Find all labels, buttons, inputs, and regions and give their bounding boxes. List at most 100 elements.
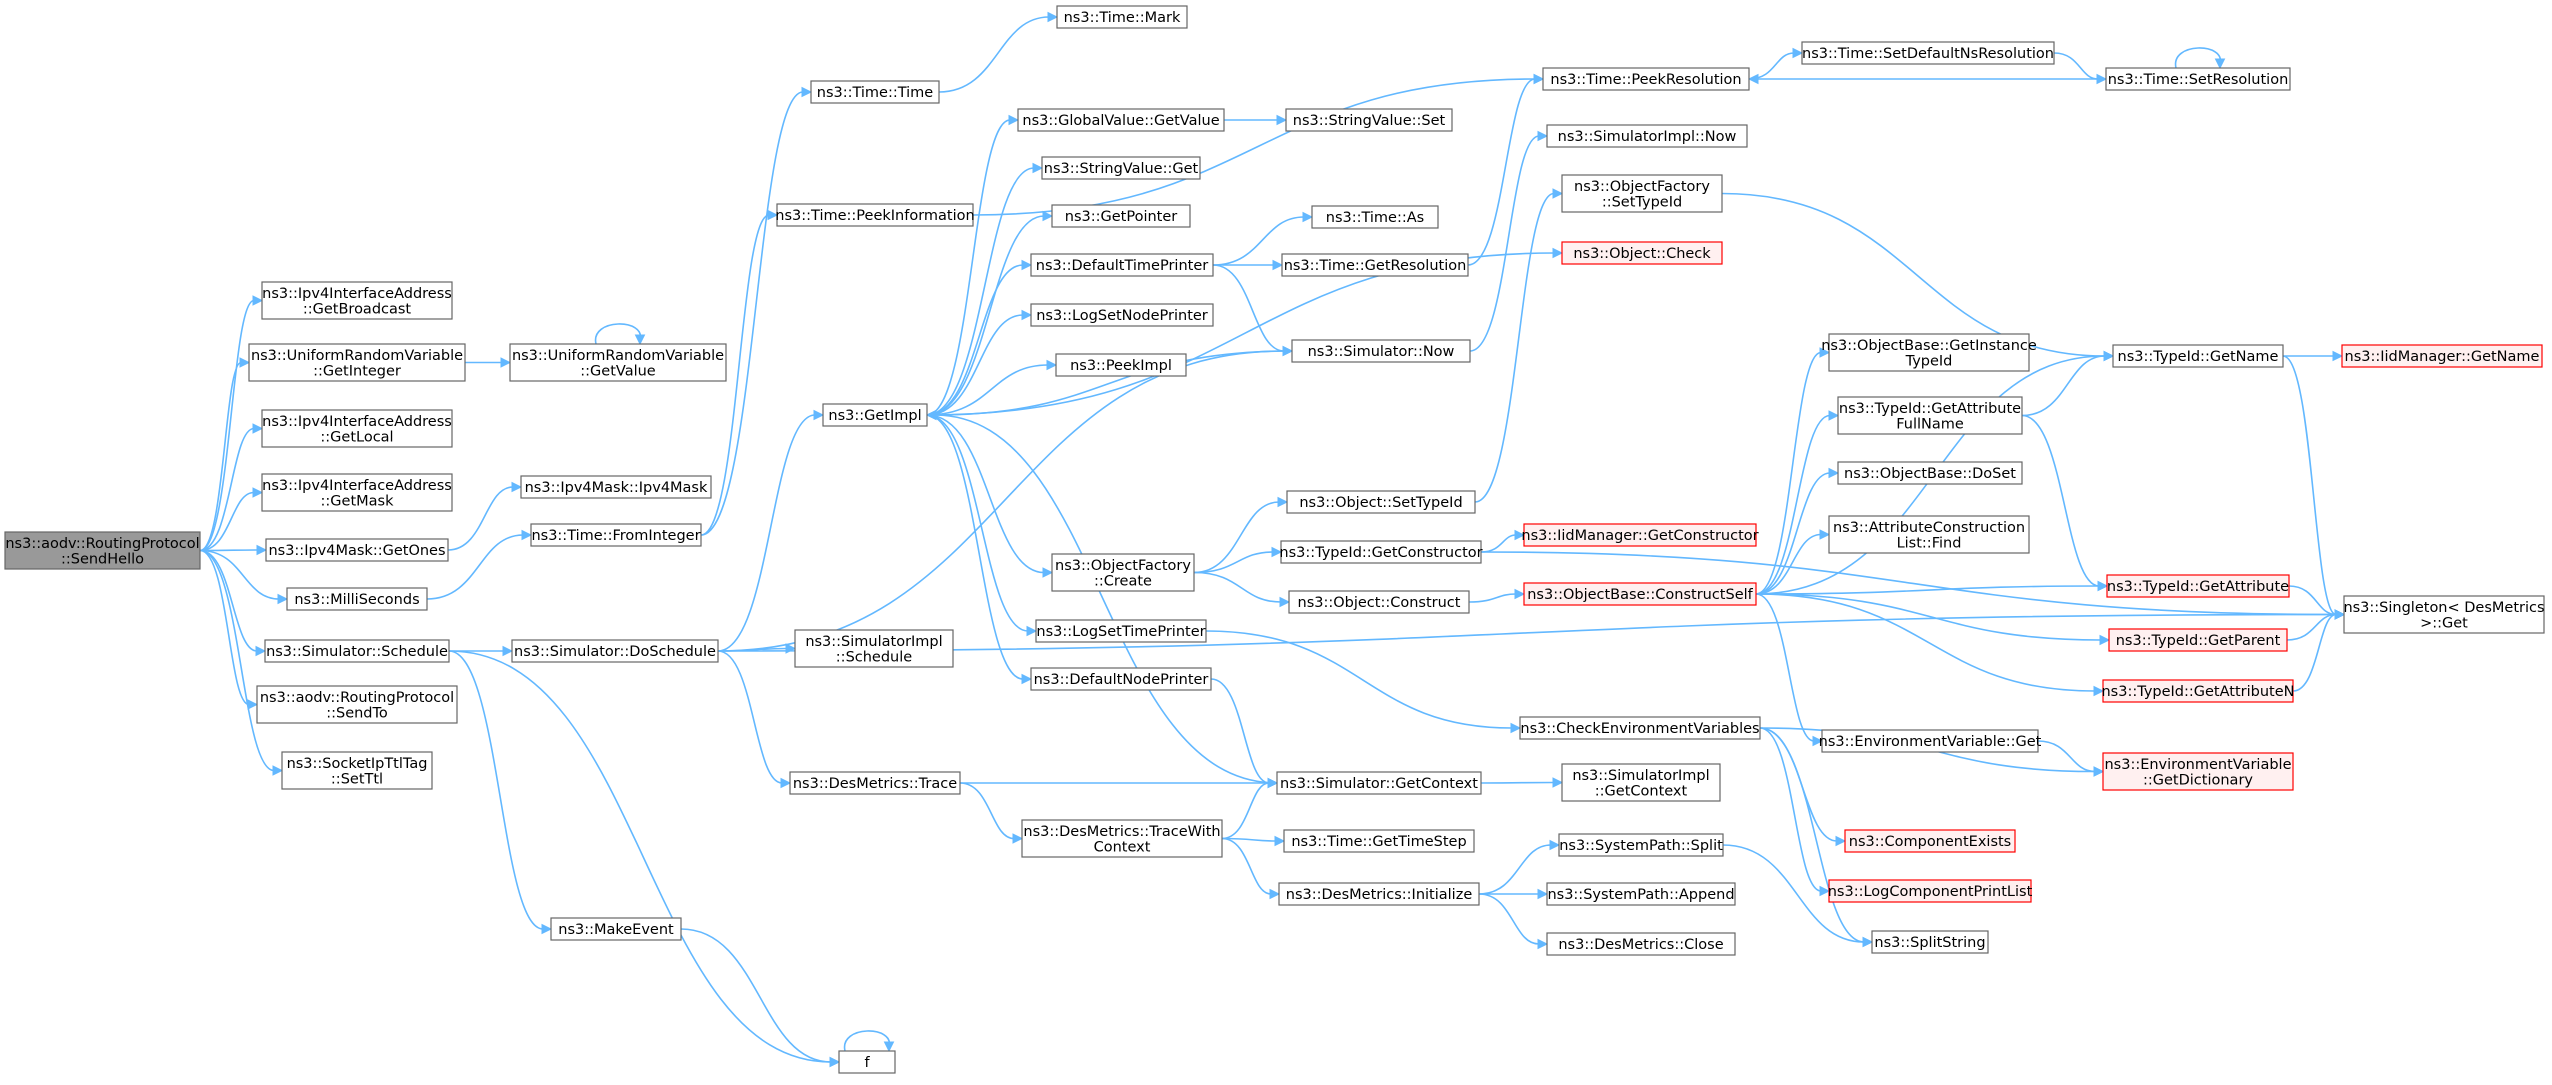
node-time-time[interactable]: ns3::Time::Time bbox=[810, 80, 940, 104]
node-label: TypeId bbox=[1905, 353, 1953, 369]
node-dm-initialize[interactable]: ns3::DesMetrics::Initialize bbox=[1278, 882, 1480, 906]
node-sim-now[interactable]: ns3::Simulator::Now bbox=[1291, 339, 1471, 363]
node-box bbox=[2108, 628, 2288, 652]
node-label: ns3::AttributeConstruction bbox=[1833, 520, 2025, 536]
node-sp-split[interactable]: ns3::SystemPath::Split bbox=[1558, 833, 1724, 857]
node-getsteptime[interactable]: ns3::Time::GetTimeStep bbox=[1283, 829, 1475, 853]
node-box bbox=[1030, 253, 1214, 277]
node-setttl[interactable]: ns3::SocketIpTtlTag::SetTtl bbox=[281, 751, 433, 790]
node-logsetnodeprinter[interactable]: ns3::LogSetNodePrinter bbox=[1030, 303, 1214, 327]
node-of-create[interactable]: ns3::ObjectFactory::Create bbox=[1051, 553, 1195, 592]
node-label: ns3::Simulator::Now bbox=[1308, 344, 1455, 360]
node-typeid-getattributen[interactable]: ns3::TypeId::GetAttributeN bbox=[2101, 679, 2295, 703]
node-defaulttimeprinter[interactable]: ns3::DefaultTimePrinter bbox=[1030, 253, 1214, 277]
node-label: ns3::DesMetrics::Close bbox=[1558, 937, 1723, 953]
node-setdefaultnsres[interactable]: ns3::Time::SetDefaultNsResolution bbox=[1801, 41, 2055, 65]
node-typeid-getname[interactable]: ns3::TypeId::GetName bbox=[2112, 344, 2284, 368]
node-box bbox=[794, 629, 954, 668]
node-time-as[interactable]: ns3::Time::As bbox=[1311, 205, 1439, 229]
call-edge bbox=[199, 357, 251, 552]
node-simimpl-schedule[interactable]: ns3::SimulatorImpl::Schedule bbox=[794, 629, 954, 668]
node-label: ns3::Time::GetResolution bbox=[1284, 258, 1467, 274]
node-sim-getcontext[interactable]: ns3::Simulator::GetContext bbox=[1276, 771, 1482, 795]
node-box bbox=[1276, 771, 1482, 795]
node-getbroadcast[interactable]: ns3::Ipv4InterfaceAddress::GetBroadcast bbox=[261, 281, 453, 320]
node-time-getresolution[interactable]: ns3::Time::GetResolution bbox=[1281, 253, 1469, 277]
call-edge bbox=[199, 487, 264, 552]
node-envvar-getdictionary[interactable]: ns3::EnvironmentVariable::GetDictionary bbox=[2102, 752, 2294, 791]
node-typeid-getconstructor[interactable]: ns3::TypeId::GetConstructor bbox=[1279, 540, 1483, 564]
node-iid-getconstructor[interactable]: ns3::IidManager::GetConstructor bbox=[1521, 523, 1759, 547]
node-makeevent[interactable]: ns3::MakeEvent bbox=[550, 917, 682, 941]
node-box bbox=[2112, 344, 2284, 368]
node-desmetrics-trace[interactable]: ns3::DesMetrics::Trace bbox=[789, 771, 961, 795]
node-sendto[interactable]: ns3::aodv::RoutingProtocol::SendTo bbox=[256, 685, 458, 724]
node-checkenv[interactable]: ns3::CheckEnvironmentVariables bbox=[1519, 716, 1761, 740]
call-edge bbox=[925, 409, 1278, 784]
call-edge bbox=[1759, 727, 1831, 897]
node-box bbox=[256, 685, 458, 724]
call-edge bbox=[199, 549, 267, 657]
node-object-construct[interactable]: ns3::Object::Construct bbox=[1288, 590, 1470, 614]
node-label: ns3::DesMetrics::Trace bbox=[793, 776, 957, 792]
node-getpointer[interactable]: ns3::GetPointer bbox=[1051, 204, 1191, 228]
node-getlocal[interactable]: ns3::Ipv4InterfaceAddress::GetLocal bbox=[261, 409, 453, 448]
call-edge bbox=[1755, 593, 2105, 697]
node-peekresolution[interactable]: ns3::Time::PeekResolution bbox=[1542, 67, 1750, 91]
node-peekinformation[interactable]: ns3::Time::PeekInformation bbox=[775, 203, 975, 227]
node-time-mark[interactable]: ns3::Time::Mark bbox=[1056, 5, 1188, 29]
node-object-settypeid[interactable]: ns3::Object::SetTypeId bbox=[1286, 490, 1476, 514]
node-envvar-get[interactable]: ns3::EnvironmentVariable::Get bbox=[1819, 729, 2042, 753]
node-f[interactable]: f bbox=[838, 1050, 896, 1074]
node-doschedule[interactable]: ns3::Simulator::DoSchedule bbox=[511, 639, 719, 663]
node-getones[interactable]: ns3::Ipv4Mask::GetOnes bbox=[265, 538, 449, 562]
node-ipv4mask-ctor[interactable]: ns3::Ipv4Mask::Ipv4Mask bbox=[520, 475, 712, 499]
node-label: ns3::MakeEvent bbox=[558, 922, 674, 938]
node-box bbox=[2102, 679, 2294, 703]
node-sp-append[interactable]: ns3::SystemPath::Append bbox=[1546, 882, 1736, 906]
node-sv-set[interactable]: ns3::StringValue::Set bbox=[1285, 108, 1453, 132]
node-logcomponentprintlist[interactable]: ns3::LogComponentPrintList bbox=[1828, 879, 2033, 903]
node-peekimpl[interactable]: ns3::PeekImpl bbox=[1055, 353, 1187, 377]
call-nodes: ns3::aodv::RoutingProtocol::SendHellons3… bbox=[4, 5, 2545, 1074]
node-frominteger[interactable]: ns3::Time::FromInteger bbox=[530, 523, 702, 547]
node-defaultnodeprinter[interactable]: ns3::DefaultNodePrinter bbox=[1030, 667, 1212, 691]
node-label: ns3::EnvironmentVariable bbox=[2104, 757, 2291, 773]
node-iid-getname[interactable]: ns3::IidManager::GetName bbox=[2341, 344, 2543, 368]
node-sv-get[interactable]: ns3::StringValue::Get bbox=[1041, 156, 1201, 180]
node-milliseconds[interactable]: ns3::MilliSeconds bbox=[286, 587, 428, 611]
node-box bbox=[1561, 174, 1723, 213]
node-getimpl[interactable]: ns3::GetImpl bbox=[822, 403, 928, 427]
node-urv-getvalue[interactable]: ns3::UniformRandomVariable::GetValue bbox=[509, 343, 727, 382]
node-simimpl-now[interactable]: ns3::SimulatorImpl::Now bbox=[1546, 124, 1748, 148]
node-constructself[interactable]: ns3::ObjectBase::ConstructSelf bbox=[1523, 582, 1757, 606]
node-doset[interactable]: ns3::ObjectBase::DoSet bbox=[1837, 461, 2023, 485]
node-logsettimeprinter[interactable]: ns3::LogSetTimePrinter bbox=[1035, 619, 1207, 643]
call-edge bbox=[2283, 350, 2344, 362]
node-urv-getinteger[interactable]: ns3::UniformRandomVariable::GetInteger bbox=[248, 343, 466, 382]
call-edge bbox=[1467, 73, 1545, 266]
node-simimpl-getcontext[interactable]: ns3::SimulatorImpl::GetContext bbox=[1561, 763, 1721, 802]
call-edge bbox=[2021, 414, 2109, 592]
node-getmask[interactable]: ns3::Ipv4InterfaceAddress::GetMask bbox=[261, 473, 453, 512]
node-splitstring[interactable]: ns3::SplitString bbox=[1871, 930, 1989, 954]
node-object-check[interactable]: ns3::Object::Check bbox=[1561, 241, 1723, 265]
node-gv-getvalue[interactable]: ns3::GlobalValue::GetValue bbox=[1017, 108, 1225, 132]
node-of-settypeid[interactable]: ns3::ObjectFactory::SetTypeId bbox=[1561, 174, 1723, 213]
node-label: ns3::LogComponentPrintList bbox=[1828, 884, 2033, 900]
node-dm-close[interactable]: ns3::DesMetrics::Close bbox=[1546, 932, 1736, 956]
node-label: Context bbox=[1094, 839, 1151, 855]
node-label: ns3::GetPointer bbox=[1065, 209, 1178, 225]
node-sim-schedule[interactable]: ns3::Simulator::Schedule bbox=[264, 639, 450, 663]
node-typeid-getparent[interactable]: ns3::TypeId::GetParent bbox=[2108, 628, 2288, 652]
node-singleton-get[interactable]: ns3::Singleton< DesMetrics>::Get bbox=[2343, 595, 2545, 634]
node-typeid-getattribute[interactable]: ns3::TypeId::GetAttribute bbox=[2106, 574, 2290, 598]
node-setresolution[interactable]: ns3::Time::SetResolution bbox=[2105, 67, 2291, 91]
node-sendhello[interactable]: ns3::aodv::RoutingProtocol::SendHello bbox=[4, 531, 201, 570]
node-componentexists[interactable]: ns3::ComponentExists bbox=[1844, 829, 2016, 853]
